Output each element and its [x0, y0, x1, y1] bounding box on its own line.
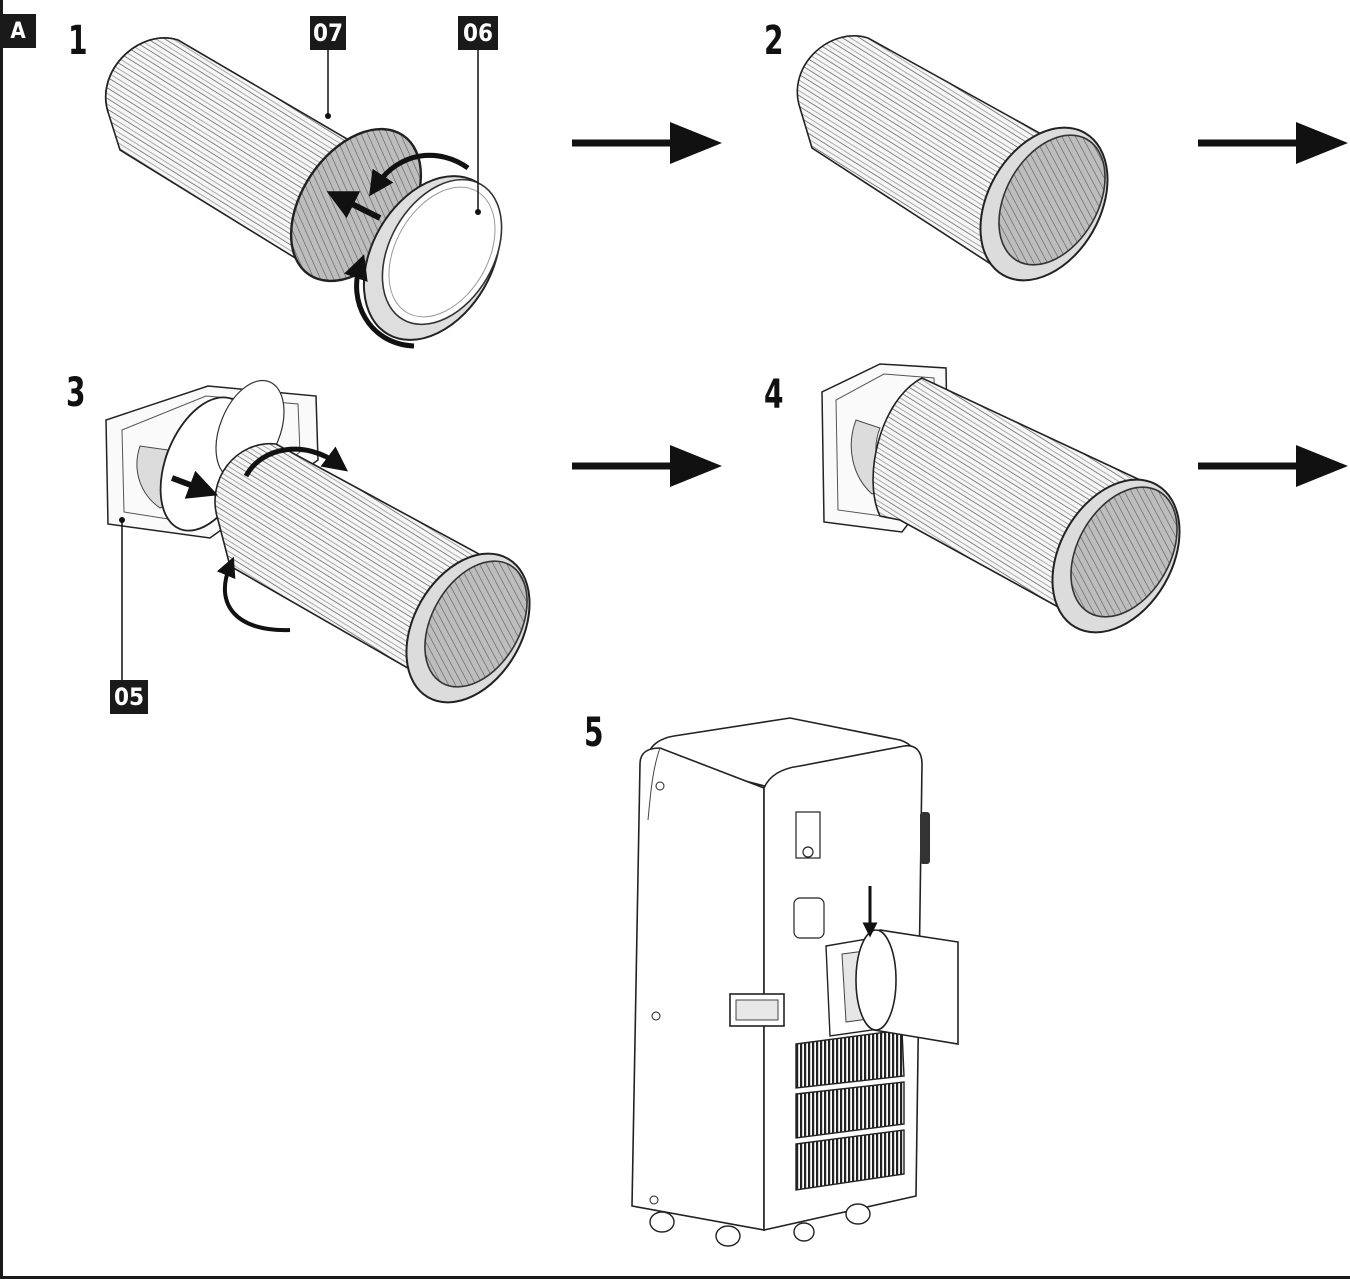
part-label-window-adapter: 06	[458, 16, 498, 50]
step-number-2: 2	[764, 18, 784, 64]
step-arrows	[572, 122, 1348, 487]
step-number-3: 3	[66, 370, 86, 416]
step-1-illustration	[105, 37, 503, 349]
step-number-4: 4	[764, 372, 784, 418]
step-5-illustration	[631, 717, 959, 1247]
step-number-1: 1	[68, 18, 88, 64]
step-3-illustration	[105, 379, 531, 704]
frame-bottom-rule	[0, 1276, 1350, 1279]
part-label-unit-adapter: 05	[110, 680, 148, 714]
frame-left-rule	[0, 0, 3, 1278]
step-2-illustration	[796, 35, 1109, 282]
step-number-5: 5	[584, 710, 604, 756]
section-badge: A	[0, 14, 36, 48]
part-label-hose: 07	[310, 16, 346, 50]
step-4-illustration	[821, 363, 1181, 634]
